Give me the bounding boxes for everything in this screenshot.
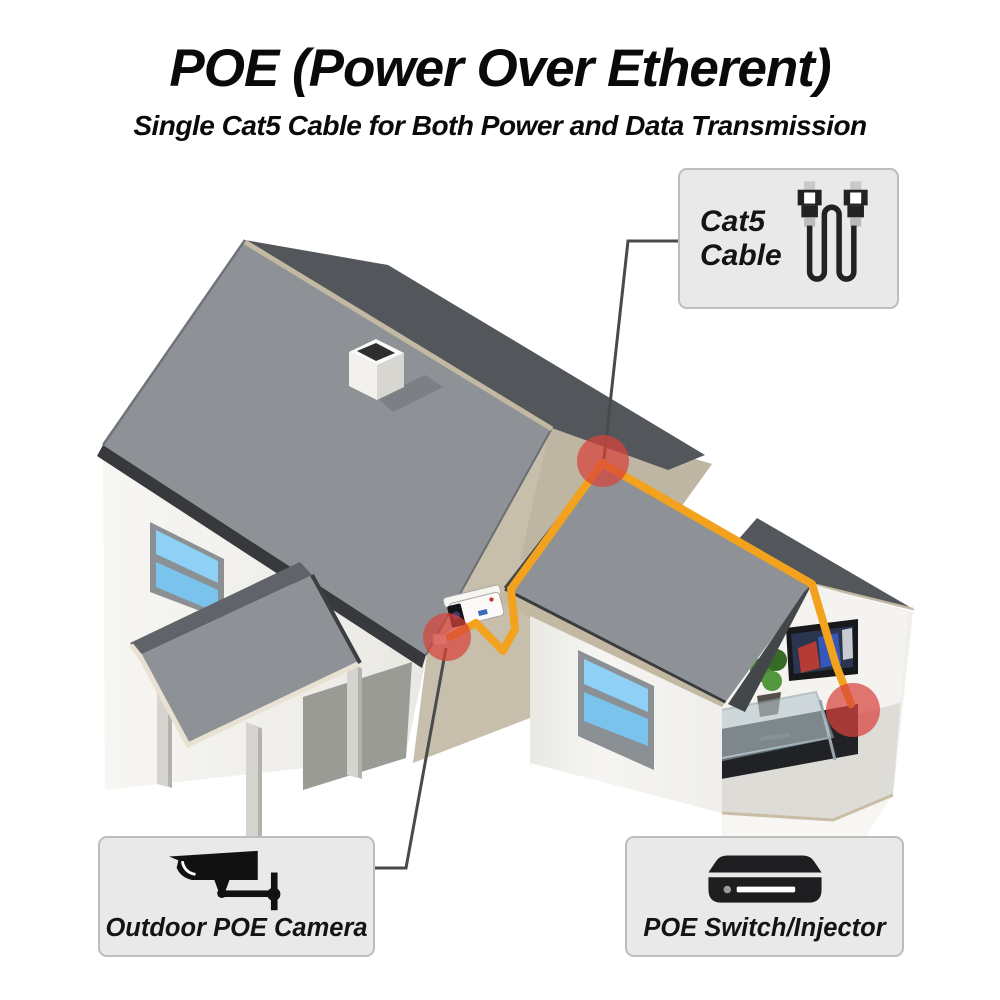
wing-window	[578, 650, 654, 770]
cat5-cable-icon	[797, 180, 868, 282]
poe-switch-icon	[707, 855, 822, 903]
cat5-leader-line	[602, 239, 678, 460]
camera-leader-line	[374, 647, 448, 870]
leader-lines	[374, 239, 678, 870]
poe-switch-label: POE Switch/Injector	[643, 914, 886, 942]
outdoor-camera-label: Outdoor POE Camera	[105, 914, 368, 942]
page-title: POE (Power Over Etherent)	[169, 39, 831, 98]
page-subtitle: Single Cat5 Cable for Both Power and Dat…	[133, 110, 867, 141]
glass-table	[722, 690, 837, 764]
roof-junction-marker	[577, 435, 629, 487]
connection-markers	[423, 435, 880, 737]
camera-connection-marker	[423, 613, 471, 661]
cat5-cable-callout: Cat5 Cable	[678, 168, 899, 309]
chimney	[349, 339, 443, 412]
porch	[129, 562, 362, 846]
interior-room	[721, 584, 908, 868]
outdoor-camera-callout: Outdoor POE Camera	[98, 836, 375, 957]
poe-switch-callout: POE Switch/Injector	[625, 836, 904, 957]
left-window	[150, 522, 224, 620]
main-roof	[97, 239, 705, 668]
cat5-cable-run	[446, 459, 855, 708]
cat5-cable-label: Cat5 Cable	[700, 204, 782, 272]
switch-connection-marker	[826, 683, 880, 737]
poe-camera-icon	[168, 850, 280, 911]
